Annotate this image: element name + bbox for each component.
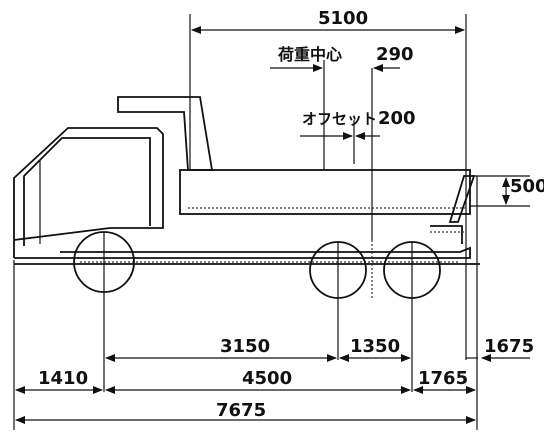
extension-lines bbox=[13, 14, 530, 430]
label-load-center-value: 290 bbox=[376, 44, 414, 65]
label-rear-overhang: 1765 bbox=[418, 368, 468, 389]
dimension-lines bbox=[15, 26, 530, 424]
label-front-overhang: 1410 bbox=[38, 368, 88, 389]
label-body-length: 5100 bbox=[318, 8, 368, 29]
label-offset-value: 200 bbox=[378, 108, 416, 129]
dump-body bbox=[179, 169, 471, 215]
dimension-labels: 5100 荷重中心 290 オフセット 200 500 3150 1350 16… bbox=[38, 8, 544, 421]
truck-drawing bbox=[13, 96, 480, 392]
label-gate-height: 500 bbox=[510, 176, 544, 197]
label-wheelbase: 4500 bbox=[242, 368, 292, 389]
label-overall-length: 7675 bbox=[216, 400, 266, 421]
chassis-frame bbox=[14, 246, 471, 259]
label-rear-axle-spacing: 1350 bbox=[350, 336, 400, 357]
cab-outline bbox=[13, 127, 164, 258]
label-offset: オフセット bbox=[302, 110, 377, 128]
label-rear-overhang-body: 1675 bbox=[484, 336, 534, 357]
label-load-center: 荷重中心 bbox=[278, 45, 342, 64]
label-front-to-rear1: 3150 bbox=[220, 336, 270, 357]
